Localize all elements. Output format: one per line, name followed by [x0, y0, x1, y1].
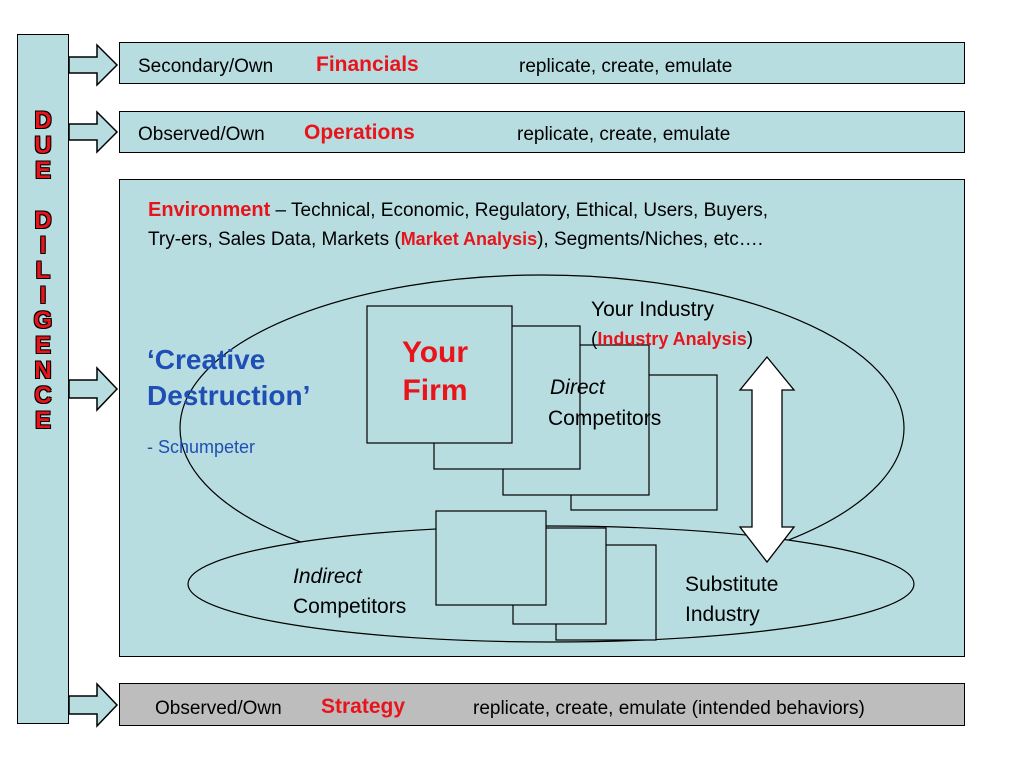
dd-letter: E — [34, 157, 51, 184]
your-firm-label: Your Firm — [367, 334, 503, 410]
environment-line-1: Environment – Technical, Economic, Regul… — [148, 199, 768, 222]
indirect-label: Indirect — [293, 565, 362, 588]
environment-line-1-rest: – Technical, Economic, Regulatory, Ethic… — [270, 200, 768, 221]
arrow-operations — [68, 110, 119, 154]
strategy-keyword: Strategy — [321, 695, 406, 718]
dd-letter: E — [34, 332, 51, 359]
financials-prefix: Secondary/Own — [138, 56, 274, 77]
financials-row — [119, 42, 965, 84]
industry-analysis-close: ) — [746, 329, 754, 350]
dd-letter: C — [34, 382, 52, 409]
operations-row — [119, 111, 965, 153]
dd-letter: U — [34, 132, 52, 159]
market-analysis-label: Market Analysis — [400, 229, 538, 249]
creative-destruction-line-1: ‘Creative — [147, 344, 266, 375]
substitute-label-2: Industry — [685, 603, 760, 626]
your-firm-line-2: Firm — [402, 374, 468, 407]
industry-analysis-line: (Industry Analysis) — [591, 329, 753, 351]
financials-suffix: replicate, create, emulate — [519, 56, 733, 77]
direct-label: Direct — [550, 376, 605, 399]
arrow-environment — [68, 366, 119, 412]
due-diligence-bar — [17, 34, 69, 724]
your-firm-line-1: Your — [401, 336, 469, 369]
your-industry-label: Your Industry — [591, 298, 714, 321]
creative-destruction-line-2: Destruction’ — [147, 380, 311, 411]
schumpeter-label: - Schumpeter — [147, 437, 256, 457]
dd-letter: L — [35, 257, 51, 284]
dd-letter: D — [34, 107, 52, 134]
strategy-suffix: replicate, create, emulate (intended beh… — [473, 698, 865, 719]
due-diligence-letters: D U E D I L I G E N C E — [17, 108, 69, 433]
operations-prefix: Observed/Own — [138, 124, 265, 145]
direct-competitors-label: Competitors — [548, 407, 662, 430]
financials-keyword: Financials — [316, 53, 419, 76]
indirect-competitors-label: Competitors — [293, 595, 407, 618]
dd-letter: E — [34, 407, 51, 434]
dd-letter: G — [33, 307, 53, 334]
arrow-financials — [68, 43, 119, 87]
arrow-strategy — [68, 682, 119, 728]
dd-letter: I — [39, 282, 47, 309]
indirect-square-1 — [435, 510, 547, 606]
dd-letter: D — [34, 207, 52, 234]
environment-line-2: Try-ers, Sales Data, Markets (Market Ana… — [148, 229, 763, 251]
creative-destruction-title: ‘Creative Destruction’ — [147, 342, 310, 414]
substitute-label-1: Substitute — [685, 573, 779, 596]
environment-line-2-suffix: ), Segments/Niches, etc…. — [537, 229, 764, 250]
industry-analysis-label: Industry Analysis — [597, 329, 747, 349]
environment-line-2-prefix: Try-ers, Sales Data, Markets ( — [148, 229, 401, 250]
operations-suffix: replicate, create, emulate — [517, 124, 731, 145]
strategy-prefix: Observed/Own — [155, 698, 282, 719]
operations-keyword: Operations — [304, 121, 415, 144]
dd-letter: I — [39, 232, 47, 259]
your-firm-square — [366, 305, 513, 444]
environment-keyword: Environment — [148, 199, 271, 221]
double-arrow-icon — [738, 355, 796, 564]
dd-letter: N — [34, 357, 52, 384]
strategy-row — [119, 683, 965, 726]
industry-analysis-open: ( — [591, 329, 598, 350]
